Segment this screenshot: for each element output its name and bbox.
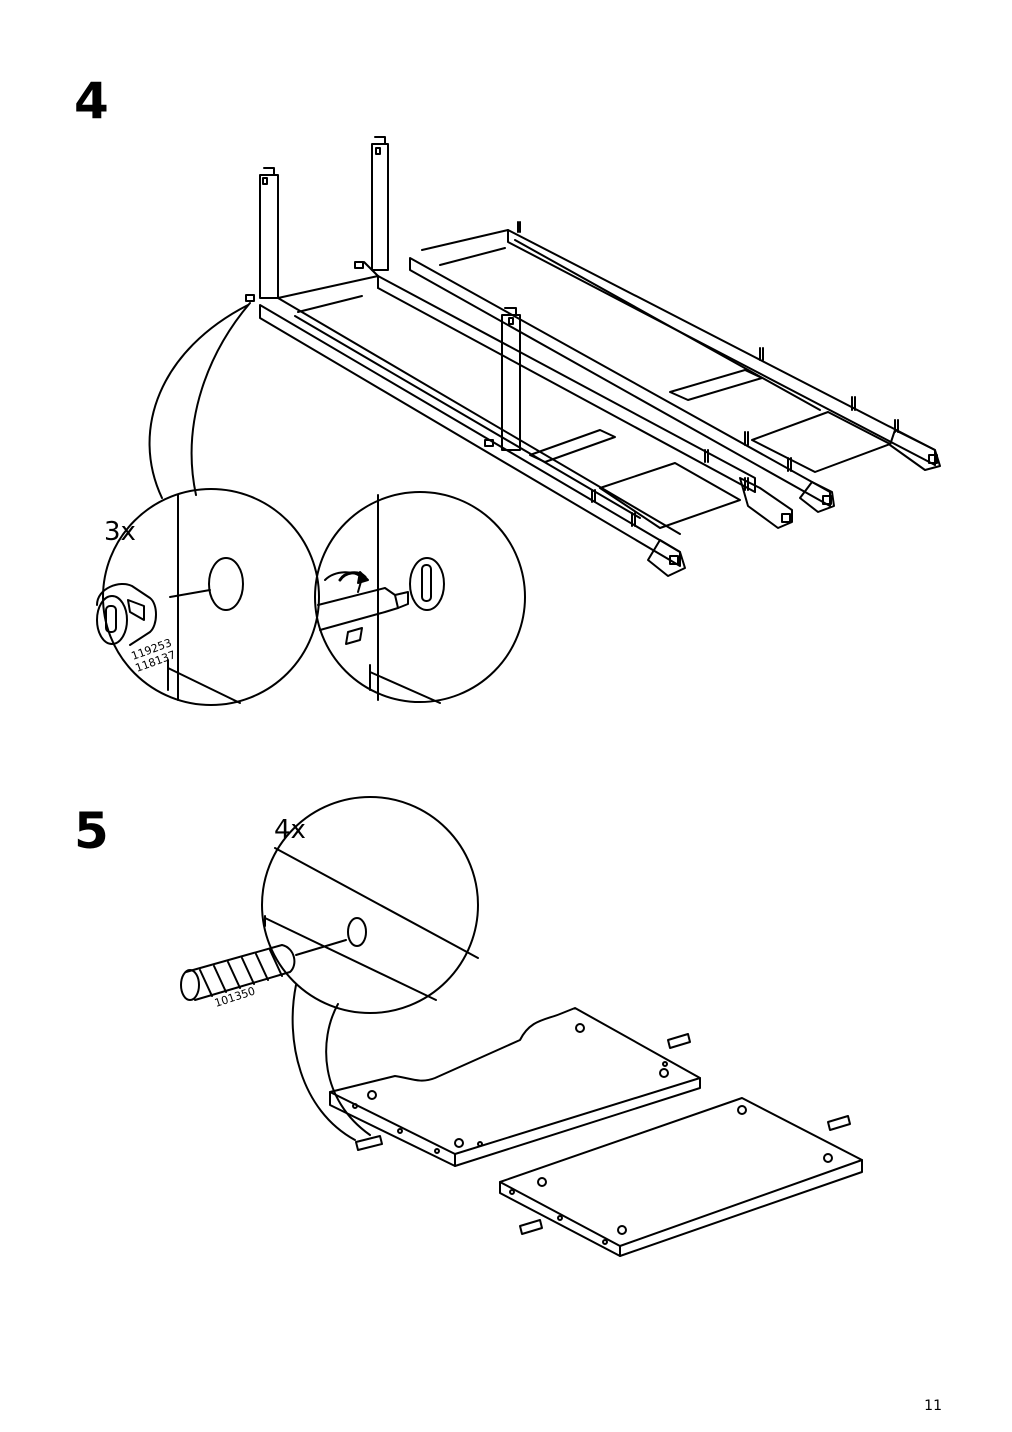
page-number: 11 — [924, 1398, 942, 1414]
step5-panels-drawing — [329, 1007, 863, 1257]
step5-dowel-detail — [180, 796, 479, 1141]
step4-cam-lock-detail — [96, 302, 526, 706]
step4-frame-drawing — [245, 136, 941, 577]
step-4-number: 4 — [74, 72, 109, 130]
step5-quantity: 4x — [274, 815, 306, 845]
step4-quantity: 3x — [104, 517, 136, 547]
step-5-number: 5 — [74, 802, 109, 860]
